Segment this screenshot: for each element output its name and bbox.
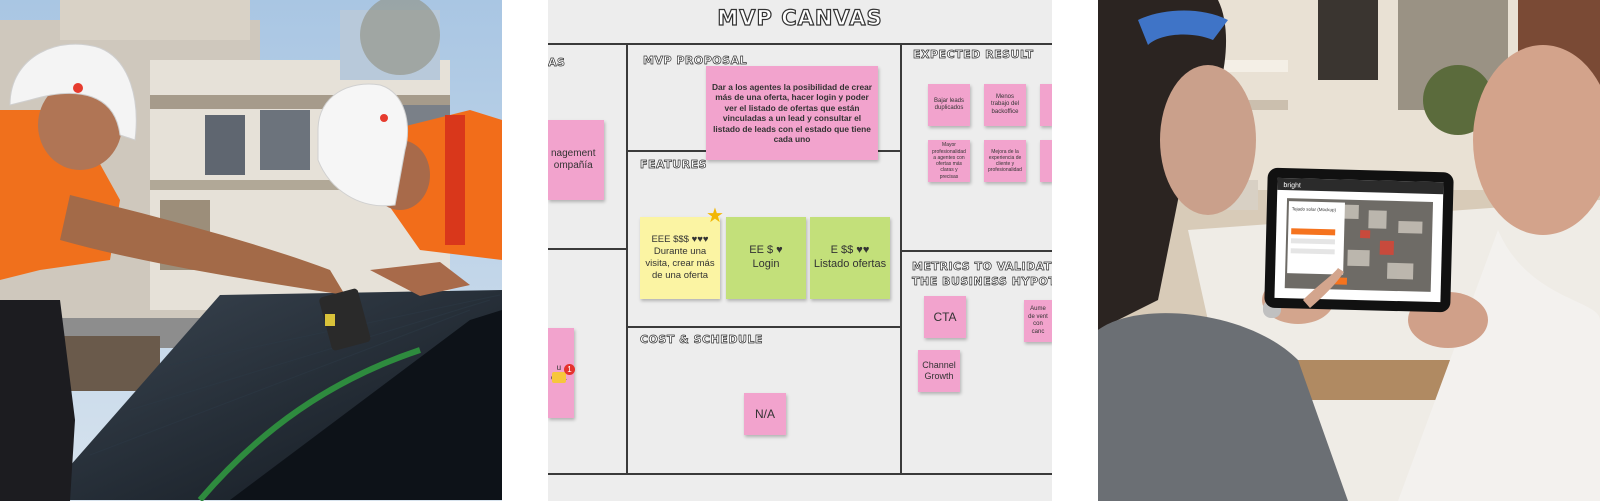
expected-note-partial-2[interactable] bbox=[1040, 140, 1052, 182]
section-header-left: AS bbox=[548, 56, 566, 70]
feature-note-login[interactable]: EE $ ♥ Login bbox=[726, 217, 806, 299]
canvas-title: MVP CANVAS bbox=[717, 5, 883, 30]
section-header-proposal: MVP PROPOSAL bbox=[643, 54, 748, 68]
expected-note-1[interactable]: Bajar leads duplicados bbox=[928, 84, 970, 126]
star-icon: ★ bbox=[706, 205, 724, 227]
tablet-screen-title: Tejado solar (Mockup) bbox=[1292, 206, 1337, 212]
metric-note-cta[interactable]: CTA bbox=[924, 296, 966, 338]
grid-line bbox=[548, 473, 1052, 475]
feature-note-listado[interactable]: E $$ ♥♥ Listado ofertas bbox=[810, 217, 890, 299]
left-note-top[interactable]: nagement ompañía bbox=[548, 120, 604, 200]
section-header-metrics: METRICS TO VALIDATE bbox=[912, 260, 1052, 274]
section-header-features: FEATURES bbox=[640, 158, 708, 172]
tablet-demo-photo: bright Tejado solar (Mockup) bbox=[1098, 0, 1600, 501]
grid-line bbox=[626, 326, 900, 328]
expected-note-3[interactable]: Mayor profesionalidad a agentes con ofer… bbox=[928, 140, 970, 182]
grid-line bbox=[548, 248, 626, 250]
whiteboard: MVP CANVAS AS MVP PROPOSAL EXPECTED RESU… bbox=[548, 0, 1052, 501]
grid-line bbox=[626, 43, 628, 473]
comment-icon[interactable] bbox=[552, 372, 566, 383]
grid-line bbox=[900, 250, 1052, 252]
office-scene-illustration: bright Tejado solar (Mockup) bbox=[1098, 0, 1600, 501]
expected-note-partial[interactable] bbox=[1040, 84, 1052, 126]
mvp-canvas-board: MVP CANVAS AS MVP PROPOSAL EXPECTED RESU… bbox=[548, 0, 1052, 501]
section-header-expected: EXPECTED RESULT bbox=[913, 48, 1034, 62]
grid-line bbox=[548, 43, 1052, 45]
metric-note-channel-growth[interactable]: Channel Growth bbox=[918, 350, 960, 392]
proposal-note[interactable]: Dar a los agentes la posibilidad de crea… bbox=[706, 66, 878, 160]
section-header-cost: COST & SCHEDULE bbox=[640, 333, 763, 347]
metric-note-partial[interactable]: Aume de vent con canc bbox=[1024, 300, 1052, 342]
solar-installation-photo bbox=[0, 0, 502, 501]
feature-note-visit[interactable]: EEE $$$ ♥♥♥ Durante una visita, crear má… bbox=[640, 217, 720, 299]
expected-note-4[interactable]: Mejora de la experiencia de cliente y pr… bbox=[984, 140, 1026, 182]
comment-badge: 1 bbox=[564, 364, 575, 375]
section-header-metrics-line2: THE BUSINESS HYPOTH bbox=[912, 275, 1052, 289]
tablet-brand-text: bright bbox=[1283, 182, 1301, 189]
solar-scene-illustration bbox=[0, 0, 502, 501]
cost-note[interactable]: N/A bbox=[744, 393, 786, 435]
grid-line bbox=[900, 43, 902, 473]
expected-note-2[interactable]: Menos trabajo del backoffice bbox=[984, 84, 1026, 126]
